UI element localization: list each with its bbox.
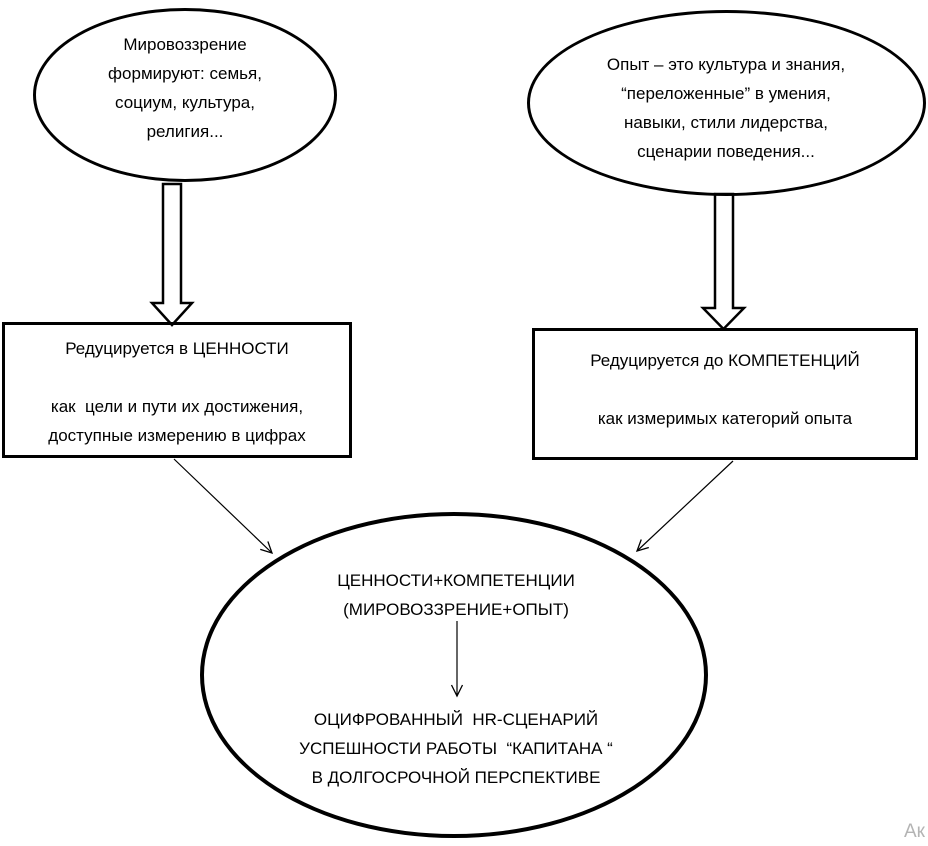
block-arrow-worldview-to-values [149,182,195,327]
block-arrow-experience-to-competencies [700,192,747,331]
competencies-box-content: Редуцируется до КОМПЕТЕНЦИЙ как измеримы… [532,328,918,433]
experience-ellipse [527,10,926,196]
worldview-ellipse [33,8,337,182]
experience-ellipse-text: Опыт – это культура и знания, “переложен… [606,55,846,161]
values-box-body: как цели и пути их достижения, доступные… [48,397,306,445]
competencies-box-title: Редуцируется до КОМПЕТЕНЦИЙ [590,351,860,370]
values-box-title: Редуцируется в ЦЕННОСТИ [65,339,289,358]
connector-values-to-result [173,458,274,555]
result-ellipse [200,512,708,838]
values-box [2,322,352,458]
result-ellipse-top-text: ЦЕННОСТИ+КОМПЕТЕНЦИИ (МИРОВОЗЗРЕНИЕ+ОПЫТ… [337,571,575,619]
result-ellipse-bottom-text: ОЦИФРОВАННЫЙ HR-СЦЕНАРИЙ УСПЕШНОСТИ РАБО… [299,710,613,787]
values-box-content: Редуцируется в ЦЕННОСТИ как цели и пути … [2,322,352,450]
watermark-text: Ак [904,821,925,842]
competencies-box [532,328,918,460]
connector-competencies-to-result [635,460,734,552]
competencies-box-body: как измеримых категорий опыта [597,409,853,428]
worldview-ellipse-text: Мировоззрение формируют: семья, социум, … [108,35,262,141]
